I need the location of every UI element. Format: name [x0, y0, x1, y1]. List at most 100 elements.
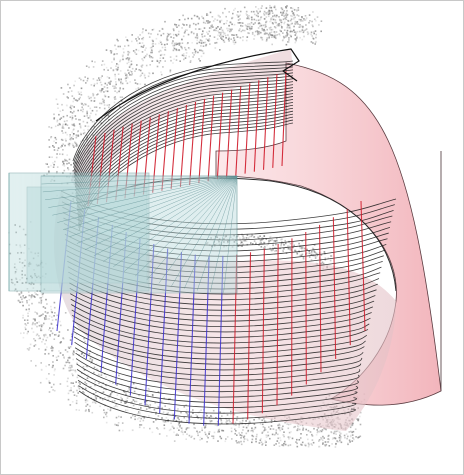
cloud-point [225, 421, 227, 423]
cloud-point [94, 61, 96, 63]
cloud-point [339, 437, 342, 439]
cloud-point [202, 41, 205, 44]
cloud-point [67, 392, 70, 395]
cloud-point [114, 97, 117, 100]
cloud-point [247, 429, 250, 432]
cloud-point [59, 320, 61, 323]
cloud-point [77, 392, 79, 394]
cloud-point [321, 261, 324, 264]
cloud-point [278, 428, 281, 431]
cloud-point [87, 105, 90, 107]
cloud-point [119, 106, 121, 108]
cloud-point [287, 427, 290, 430]
cloud-point [74, 369, 76, 372]
cloud-point [127, 69, 129, 72]
cloud-point [291, 22, 293, 25]
cloud-point [215, 29, 217, 32]
cloud-point [36, 325, 38, 328]
cloud-point [276, 34, 279, 36]
cloud-point [253, 38, 255, 40]
cloud-point [275, 432, 277, 434]
cloud-point [91, 126, 94, 129]
cloud-point [140, 407, 142, 409]
cloud-point [239, 28, 241, 30]
generator-line-back [226, 89, 233, 178]
cloud-point [60, 87, 63, 89]
cloud-point [60, 146, 62, 148]
cloud-point [259, 25, 261, 28]
cloud-point [172, 49, 175, 52]
cloud-point [48, 139, 50, 141]
fan-ray [93, 175, 238, 257]
cloud-point [185, 52, 188, 54]
generator-line-back [170, 108, 178, 189]
cloud-point [100, 385, 103, 388]
cloud-point [225, 22, 228, 25]
cloud-point [213, 29, 215, 32]
cloud-point [151, 431, 154, 434]
cloud-point [118, 90, 120, 93]
cloud-point [83, 369, 86, 371]
cloud-point [269, 28, 271, 31]
cloud-point [351, 434, 354, 436]
fan-ray [135, 175, 238, 277]
cloud-point [53, 146, 55, 148]
cloud-point [273, 6, 276, 9]
cloud-point [296, 442, 298, 445]
cloud-point [122, 87, 125, 90]
cloud-point [37, 337, 40, 340]
cloud-point [355, 436, 357, 438]
cloud-point [56, 120, 58, 123]
cloud-point [93, 97, 96, 99]
cloud-point [222, 39, 225, 42]
cloud-point [275, 247, 277, 249]
cloud-point [160, 71, 162, 73]
cloud-point [223, 241, 225, 243]
cloud-point [47, 352, 50, 355]
cloud-point [242, 426, 245, 428]
cloud-point [239, 434, 242, 436]
cloud-point [118, 102, 121, 105]
cloud-point [76, 134, 78, 137]
cloud-point [83, 115, 86, 117]
cloud-point [135, 400, 138, 403]
cloud-point [125, 409, 127, 412]
fan-ray [103, 175, 238, 262]
cloud-point [131, 34, 133, 36]
cloud-point [281, 238, 283, 241]
cloud-point [208, 431, 211, 433]
cloud-point [282, 18, 285, 21]
cloud-point [177, 42, 180, 45]
cloud-point [183, 416, 186, 419]
cloud-point [110, 67, 112, 69]
generator-line-front [360, 200, 366, 332]
cloud-point [205, 43, 208, 46]
cloud-point [145, 29, 147, 32]
cloud-point [283, 431, 285, 433]
cloud-point [183, 24, 185, 26]
cloud-point [55, 318, 57, 321]
cloud-point [264, 32, 266, 35]
cloud-point [208, 416, 211, 419]
cloud-point [79, 383, 81, 385]
cloud-point [26, 301, 28, 304]
cloud-point [299, 24, 301, 26]
cloud-point [216, 38, 219, 40]
cloud-point [263, 12, 265, 15]
cloud-point [83, 392, 85, 394]
cloud-point [260, 36, 262, 39]
cloud-point [231, 23, 233, 26]
cloud-point [279, 29, 281, 32]
cloud-point [69, 111, 72, 113]
cloud-point [236, 434, 238, 436]
cloud-point [67, 83, 69, 86]
cloud-point [50, 164, 52, 167]
cloud-point [145, 403, 147, 405]
cloud-point [126, 39, 128, 41]
cloud-point [67, 377, 69, 380]
cloud-point [52, 361, 54, 363]
cloud-point [141, 38, 143, 40]
slice-line [75, 90, 294, 195]
cloud-point [214, 42, 216, 44]
